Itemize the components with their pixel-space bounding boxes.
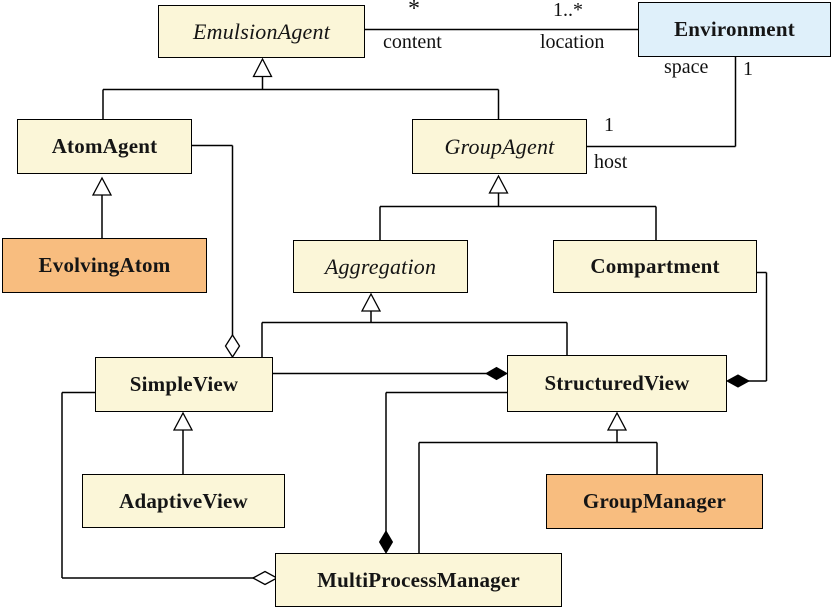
- generalization-triangle-groupagent: [488, 174, 509, 194]
- generalization-triangle-emulsionagent: [252, 57, 273, 78]
- class-box-environment: Environment: [638, 2, 831, 57]
- role-space: space: [664, 56, 709, 78]
- class-box-adaptiveview: AdaptiveView: [82, 474, 285, 528]
- role-location: location: [540, 31, 605, 53]
- multiplicity-space: 1: [743, 58, 753, 80]
- generalization-triangle-simpleview: [172, 411, 194, 431]
- multiplicity-content: *: [408, 0, 420, 22]
- hollow-diamond-mpm-left: [251, 570, 279, 586]
- class-box-aggregation: Aggregation: [293, 240, 468, 293]
- class-box-groupmanager: GroupManager: [546, 474, 763, 529]
- filled-diamond-structuredview-right: [725, 374, 751, 388]
- multiplicity-location: 1..*: [553, 0, 583, 21]
- class-box-multiprocessmanager: MultiProcessManager: [275, 553, 562, 607]
- role-content: content: [383, 31, 442, 53]
- class-box-compartment: Compartment: [553, 240, 757, 293]
- filled-diamond-mpm-top: [378, 530, 394, 554]
- class-box-groupagent: GroupAgent: [412, 119, 587, 174]
- class-box-emulsionagent: EmulsionAgent: [158, 5, 365, 58]
- generalization-triangle-atomagent: [91, 176, 113, 196]
- generalization-triangle-aggregation: [360, 292, 382, 312]
- hollow-diamond-simpleview: [224, 333, 241, 359]
- filled-diamond-structuredview-left: [484, 366, 509, 381]
- role-host: host: [594, 151, 628, 173]
- class-box-simpleview: SimpleView: [95, 357, 273, 412]
- class-box-structuredview: StructuredView: [507, 355, 727, 412]
- generalization-triangle-structuredview: [606, 411, 628, 431]
- multiplicity-host: 1: [604, 114, 614, 136]
- class-box-evolvingatom: EvolvingAtom: [2, 238, 207, 293]
- class-box-atomagent: AtomAgent: [17, 119, 192, 174]
